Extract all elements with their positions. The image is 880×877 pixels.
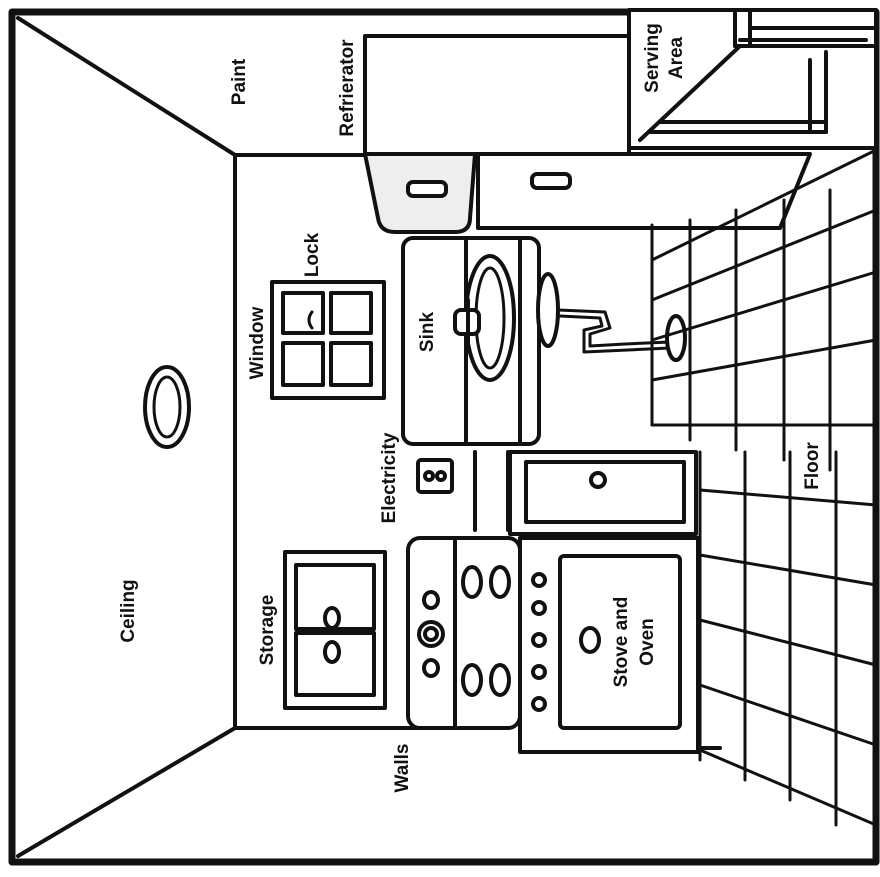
window-drawing bbox=[272, 282, 384, 398]
label-paint: Paint bbox=[229, 58, 250, 105]
electric-outlet-icon bbox=[418, 460, 452, 492]
label-serving-area-line2: Area bbox=[666, 36, 687, 79]
label-floor: Floor bbox=[802, 442, 823, 490]
label-lock: Lock bbox=[302, 232, 323, 277]
label-refrigerator: Refrierator bbox=[337, 39, 358, 137]
lower-cabinet-drawing bbox=[510, 452, 696, 534]
label-stove-line1: Stove and bbox=[611, 597, 632, 688]
label-sink: Sink bbox=[417, 312, 438, 353]
label-stove-line2: Oven bbox=[637, 618, 658, 666]
label-walls: Walls bbox=[392, 744, 413, 793]
label-electricity: Electricity bbox=[379, 432, 400, 523]
label-serving-area-line1: Serving bbox=[642, 23, 663, 93]
storage-cabinet-drawing bbox=[285, 552, 385, 708]
label-ceiling: Ceiling bbox=[118, 579, 139, 642]
label-storage: Storage bbox=[257, 595, 278, 666]
label-window: Window bbox=[247, 306, 268, 379]
